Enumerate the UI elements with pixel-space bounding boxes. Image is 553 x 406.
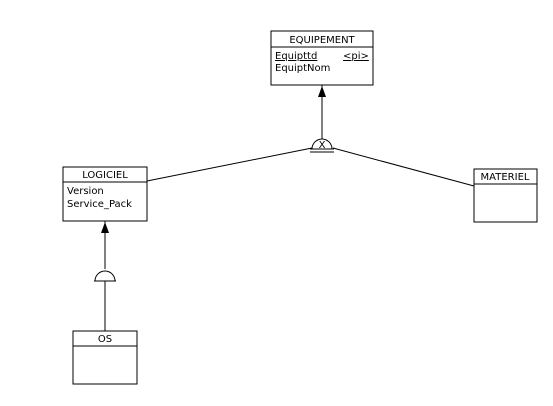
entity-equipement-attr-id-tag: <pi> — [343, 51, 369, 62]
equipement-arrowhead — [318, 86, 326, 97]
entity-materiel-box — [473, 168, 538, 223]
inheritance-half-circle-2 — [94, 270, 116, 282]
entity-materiel[interactable]: MATERIEL — [473, 168, 538, 223]
entity-equipement[interactable]: EQUIPEMENT Equipttd <pi> EquiptNom — [270, 30, 374, 86]
inheritance-symbol[interactable] — [94, 270, 116, 282]
entity-equipement-title: EQUIPEMENT — [289, 35, 355, 46]
materiel-to-inheritance-link — [332, 147, 475, 187]
entity-equipement-box — [270, 30, 374, 86]
logiciel-arrowhead — [101, 222, 109, 233]
inheritance-half-circle — [311, 138, 333, 150]
entity-equipement-attr-id: Equipttd — [275, 51, 317, 62]
entity-logiciel-title: LOGICIEL — [82, 170, 128, 181]
logiciel-to-inheritance-link — [146, 147, 313, 182]
entity-materiel-title: MATERIEL — [481, 172, 530, 183]
entity-equipement-attr-name: EquiptNom — [275, 63, 330, 74]
entity-os[interactable]: OS — [72, 330, 138, 385]
entity-logiciel[interactable]: LOGICIEL Version Service_Pack — [62, 166, 148, 222]
entity-logiciel-attr-service-pack: Service_Pack — [67, 199, 132, 210]
exclusive-inheritance-symbol[interactable]: X — [310, 138, 334, 153]
entity-os-box — [72, 330, 138, 385]
entity-logiciel-attr-version: Version — [67, 186, 104, 197]
entity-os-title: OS — [98, 334, 112, 345]
entity-logiciel-box — [62, 166, 148, 222]
inheritance-exclusive-label: X — [319, 140, 326, 151]
